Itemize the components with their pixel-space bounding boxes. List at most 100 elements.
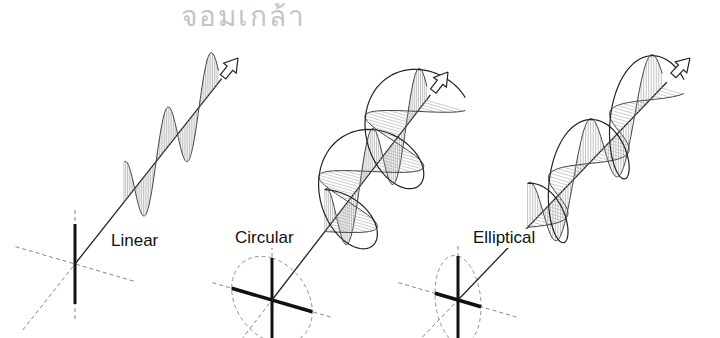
hatch: [535, 188, 536, 219]
hatch: [533, 222, 544, 225]
axis-line: [272, 245, 273, 338]
hatch: [332, 222, 367, 232]
hatch: [214, 56, 215, 88]
hatch: [205, 67, 206, 99]
hatch: [164, 113, 165, 151]
hatch: [376, 133, 377, 165]
hatch: [530, 182, 531, 225]
hatch: [598, 154, 617, 160]
hatch: [169, 108, 170, 144]
hatch: [416, 71, 417, 113]
hatch: [168, 107, 169, 146]
hatch: [538, 217, 558, 223]
hatch: [570, 166, 583, 170]
hatch: [212, 53, 213, 90]
hatch: [630, 102, 644, 106]
hatch: [613, 138, 614, 174]
hatch: [173, 117, 174, 139]
watermark: จอมเกล้า: [178, 2, 309, 33]
hatch: [598, 129, 599, 154]
hatch: [162, 119, 163, 152]
hatch: [617, 105, 638, 111]
circular-wave: [212, 68, 465, 338]
hatch: [532, 184, 533, 222]
hatch: [374, 127, 399, 134]
axis-line: [458, 245, 459, 338]
hatch: [553, 171, 576, 178]
hatch: [334, 219, 373, 230]
hatch: [342, 209, 343, 238]
hatch: [420, 69, 421, 108]
horizontal-component: [319, 110, 466, 232]
hatch: [171, 112, 172, 142]
hatch: [367, 113, 407, 125]
hatch: [549, 180, 568, 186]
polarization-label: Circular: [232, 229, 297, 248]
field-vector: [457, 256, 460, 338]
hatch: [653, 55, 654, 96]
hatch: [193, 115, 194, 146]
hatch: [145, 175, 146, 215]
hatch: [651, 55, 652, 99]
axis-line: [384, 300, 458, 338]
hatch: [146, 173, 147, 212]
hatch: [537, 194, 538, 216]
linear-wave: [15, 53, 238, 330]
hatch: [590, 118, 591, 161]
resultant-wave: [528, 56, 684, 243]
hatch: [608, 143, 629, 149]
hatch: [185, 124, 186, 162]
hatch: [593, 119, 594, 159]
hatch: [643, 71, 644, 106]
polarization-label: Linear: [108, 232, 161, 251]
elliptical-wave: [384, 55, 690, 338]
hatch: [527, 183, 528, 227]
propagation-axis: [458, 82, 667, 300]
trace-ellipse: [232, 256, 313, 338]
hatch: [610, 113, 631, 119]
hatch: [189, 119, 190, 158]
hatch: [327, 172, 363, 182]
vertical-component: [124, 53, 219, 216]
hatch: [585, 125, 586, 167]
hatch: [392, 145, 406, 149]
hatch: [372, 112, 409, 123]
hatch: [148, 171, 149, 206]
hatch: [422, 105, 446, 112]
hatch: [125, 161, 126, 200]
hatch: [336, 217, 376, 229]
hatch: [550, 173, 573, 180]
hatch: [549, 176, 571, 182]
hatch: [543, 212, 566, 219]
hatch: [641, 82, 642, 109]
vertical-component: [528, 55, 663, 241]
horizontal-component: [528, 93, 684, 227]
hatch: [322, 173, 361, 184]
hatch: [372, 128, 373, 169]
hatch: [611, 110, 634, 117]
hatch: [613, 108, 636, 115]
hatch: [378, 139, 379, 163]
hatch: [426, 100, 463, 111]
hatch: [382, 157, 422, 169]
hatch: [424, 77, 425, 103]
polarization-label: Elliptical: [470, 229, 538, 248]
hatch: [610, 117, 629, 122]
hatch: [648, 57, 649, 101]
hatch: [422, 72, 423, 105]
hatch: [593, 159, 603, 162]
hatch: [319, 178, 357, 189]
hatch: [414, 76, 415, 115]
hatch: [184, 126, 185, 159]
hatch: [182, 128, 183, 154]
hatch: [139, 182, 140, 210]
hatch: [344, 207, 365, 213]
axis-line: [23, 264, 75, 330]
hatch: [366, 119, 404, 130]
hatch: [588, 120, 589, 164]
hatch: [380, 160, 418, 171]
hatch: [129, 167, 130, 196]
hatch: [389, 110, 413, 117]
trace-ellipse: [435, 256, 481, 338]
